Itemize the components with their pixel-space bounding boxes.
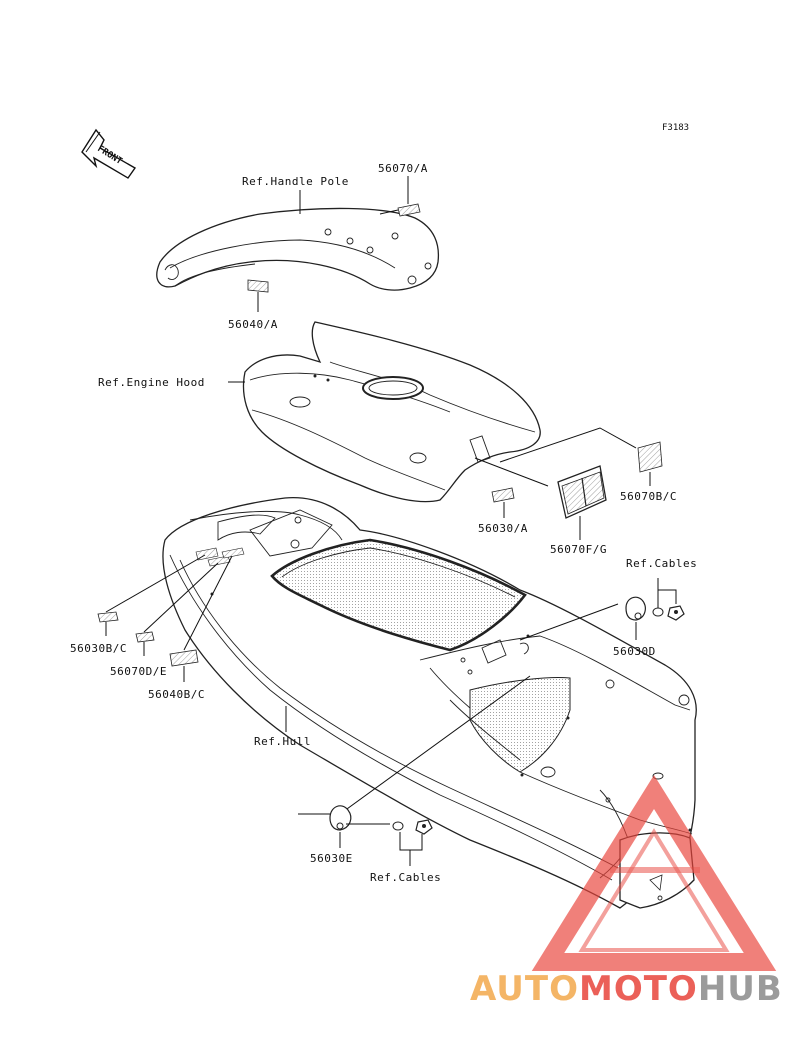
label-hull: Ref.Hull [254, 735, 311, 748]
label-56030e: 56030E [310, 852, 353, 865]
decal-56070de [135, 631, 155, 643]
watermark-moto: MOTO [579, 969, 698, 1009]
decal-56070bc [637, 441, 663, 473]
decal-56030a [491, 487, 515, 503]
hull-part [162, 497, 697, 909]
label-56040a: 56040/A [228, 318, 278, 331]
cable-fitting-bottom-icon [392, 819, 433, 835]
decal-56030bc [97, 611, 119, 623]
front-arrow-icon: FRONT [81, 128, 137, 179]
label-56040bc: 56040B/C [148, 688, 205, 701]
engine-hood-part [242, 321, 541, 503]
label-56030a: 56030/A [478, 522, 528, 535]
decal-56040a [247, 279, 269, 293]
label-handle-pole: Ref.Handle Pole [242, 175, 349, 188]
label-cables-top: Ref.Cables [626, 557, 697, 570]
cable-fitting-top-icon [652, 605, 685, 621]
label-engine-hood: Ref.Engine Hood [98, 376, 205, 389]
decal-56070a [397, 203, 421, 217]
decal-56070fg [557, 465, 607, 519]
cap-56030e [329, 805, 352, 831]
label-56070bc: 56070B/C [620, 490, 677, 503]
watermark-auto: AUTO [470, 969, 579, 1009]
cap-56030d [625, 596, 646, 621]
label-cables-bottom: Ref.Cables [370, 871, 441, 884]
label-56030bc: 56030B/C [70, 642, 127, 655]
label-56070fg: 56070F/G [550, 543, 607, 556]
handle-pole-part [156, 207, 440, 291]
svg-text:AUTOMOTOHUB: AUTOMOTOHUB [470, 969, 783, 1009]
watermark-logo: AUTOMOTOHUB [470, 774, 783, 1009]
label-56030d: 56030D [613, 645, 656, 658]
decal-56040bc [169, 649, 199, 667]
figure-code: F3183 [662, 123, 689, 133]
label-56070a: 56070/A [378, 162, 428, 175]
label-56070de: 56070D/E [110, 665, 167, 678]
watermark-hub: HUB [698, 969, 783, 1009]
